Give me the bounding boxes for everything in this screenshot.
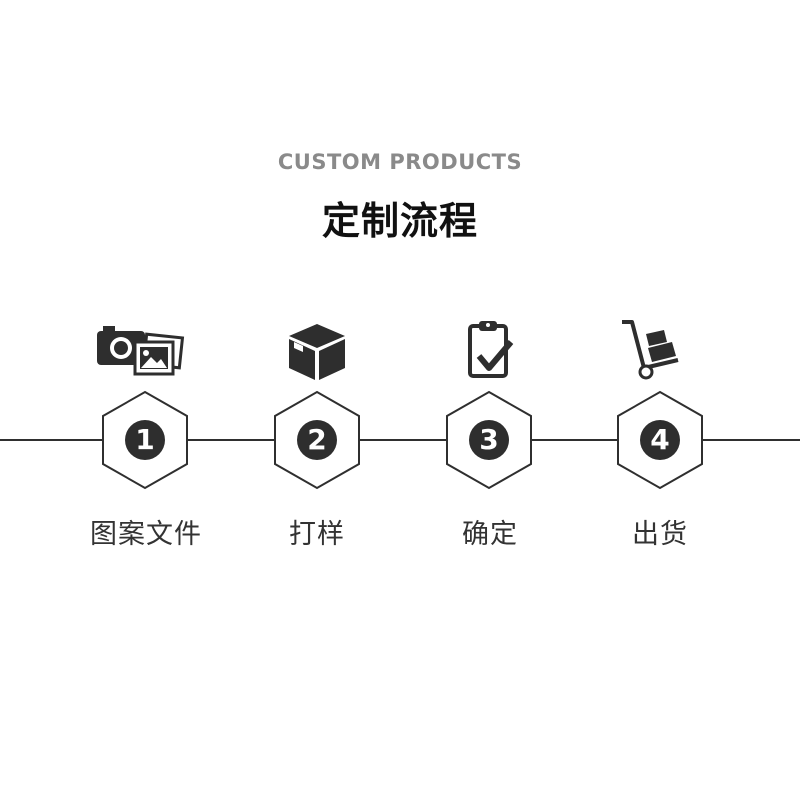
- step-label: 出货: [632, 519, 688, 550]
- step-label: 确定: [462, 519, 518, 550]
- clipboard-check-icon: [468, 321, 514, 378]
- flow-line: [0, 439, 800, 441]
- step-number-circle: 2: [297, 420, 337, 460]
- step-number-circle: 1: [125, 420, 165, 460]
- step-label: 图案文件: [90, 519, 202, 550]
- step-number-circle: 3: [469, 420, 509, 460]
- hand-truck-icon: [622, 320, 679, 380]
- page-subtitle: CUSTOM PRODUCTS: [277, 150, 523, 174]
- page-title: 定制流程: [321, 199, 478, 243]
- camera-photos-icon: [97, 326, 185, 376]
- step-number-circle: 4: [640, 420, 680, 460]
- box-icon: [289, 324, 345, 380]
- step-label: 打样: [289, 519, 345, 550]
